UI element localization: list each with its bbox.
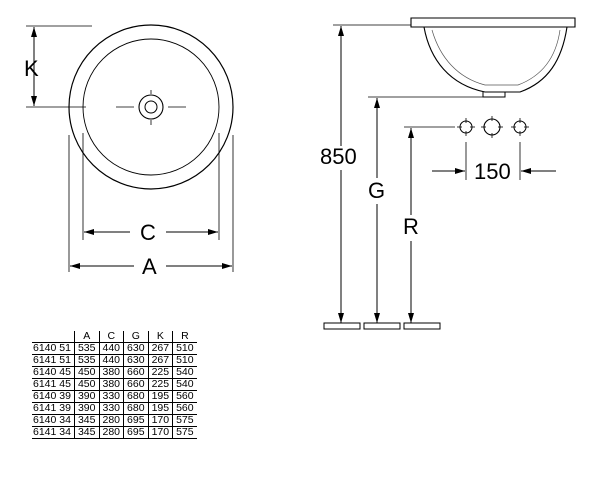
header-model xyxy=(32,331,74,343)
cell-a: 345 xyxy=(73,414,99,427)
cell-r: 510 xyxy=(172,354,197,367)
cell-a: 450 xyxy=(73,378,99,391)
cell-a: 390 xyxy=(73,390,99,403)
table-row: 6141 51 535 440 630 267 510 xyxy=(32,354,197,367)
table-row: 6141 45 450 380 660 225 540 xyxy=(32,378,197,391)
cell-g: 695 xyxy=(123,414,149,427)
top-view xyxy=(26,24,234,272)
cell-r: 540 xyxy=(172,366,197,379)
cell-g: 660 xyxy=(123,378,149,391)
floor-block-3 xyxy=(403,322,441,330)
cell-k: 170 xyxy=(147,414,173,427)
drain-outer xyxy=(138,94,164,120)
label-spacing: 150 xyxy=(474,159,511,184)
basin-inner-edge xyxy=(82,38,220,176)
cell-a: 390 xyxy=(73,402,99,415)
cell-c: 280 xyxy=(98,426,124,439)
cell-r: 510 xyxy=(172,342,197,355)
drain-stub xyxy=(482,92,506,98)
table-row: 6140 34 345 280 695 170 575 xyxy=(32,414,197,427)
cell-model: 6140 51 xyxy=(32,342,75,355)
label-height: 850 xyxy=(320,144,357,169)
cell-a: 535 xyxy=(73,354,99,367)
cell-g: 680 xyxy=(123,390,149,403)
cell-c: 380 xyxy=(98,366,124,379)
cell-c: 440 xyxy=(98,354,124,367)
basin-bowl-outer xyxy=(423,26,568,93)
cell-r: 575 xyxy=(172,426,197,439)
label-c: C xyxy=(140,220,156,245)
cell-c: 380 xyxy=(98,378,124,391)
label-g: G xyxy=(368,178,385,203)
cell-k: 195 xyxy=(147,390,173,403)
cell-r: 560 xyxy=(172,402,197,415)
cell-c: 330 xyxy=(98,402,124,415)
cell-c: 330 xyxy=(98,390,124,403)
cell-model: 6141 39 xyxy=(32,402,75,415)
cell-k: 170 xyxy=(147,426,173,439)
cell-k: 267 xyxy=(147,342,173,355)
floor-block-2 xyxy=(363,322,401,330)
header-r: R xyxy=(172,331,197,343)
table-row: 6140 45 450 380 660 225 540 xyxy=(32,366,197,379)
table-header-row: A C G K R xyxy=(32,331,197,343)
cell-model: 6140 39 xyxy=(32,390,75,403)
cell-g: 695 xyxy=(123,426,149,439)
cell-g: 630 xyxy=(123,354,149,367)
header-a: A xyxy=(73,331,99,343)
cell-a: 345 xyxy=(73,426,99,439)
cell-r: 560 xyxy=(172,390,197,403)
cell-a: 450 xyxy=(73,366,99,379)
cell-model: 6141 45 xyxy=(32,378,75,391)
header-g: G xyxy=(123,331,149,343)
label-r: R xyxy=(403,214,419,239)
table-row: 6140 51 535 440 630 267 510 xyxy=(32,342,197,355)
cell-r: 540 xyxy=(172,378,197,391)
header-c: C xyxy=(98,331,124,343)
table-row: 6141 34 345 280 695 170 575 xyxy=(32,426,197,439)
cell-g: 660 xyxy=(123,366,149,379)
cell-k: 267 xyxy=(147,354,173,367)
cell-model: 6141 34 xyxy=(32,426,75,439)
floor-block-1 xyxy=(323,322,361,330)
cell-c: 280 xyxy=(98,414,124,427)
cell-g: 630 xyxy=(123,342,149,355)
cell-k: 225 xyxy=(147,366,173,379)
label-k: K xyxy=(24,56,39,81)
tap-hole-center xyxy=(483,118,501,136)
cell-r: 575 xyxy=(172,414,197,427)
table-row: 6140 39 390 330 680 195 560 xyxy=(32,390,197,403)
cell-k: 225 xyxy=(147,378,173,391)
dimension-table: A C G K R 6140 51 535 440 630 267 510 61… xyxy=(32,331,197,439)
cell-g: 680 xyxy=(123,402,149,415)
label-a: A xyxy=(142,254,157,279)
cell-c: 440 xyxy=(98,342,124,355)
basin-bowl-inner xyxy=(431,29,561,86)
header-k: K xyxy=(147,331,173,343)
cell-k: 195 xyxy=(147,402,173,415)
cell-model: 6140 34 xyxy=(32,414,75,427)
cell-model: 6141 51 xyxy=(32,354,75,367)
side-view xyxy=(323,17,576,330)
basin-rim xyxy=(410,17,576,28)
basin-outer-rim xyxy=(68,24,234,190)
cell-a: 535 xyxy=(73,342,99,355)
table-row: 6141 39 390 330 680 195 560 xyxy=(32,402,197,415)
cell-model: 6140 45 xyxy=(32,366,75,379)
drain-inner xyxy=(144,100,158,114)
